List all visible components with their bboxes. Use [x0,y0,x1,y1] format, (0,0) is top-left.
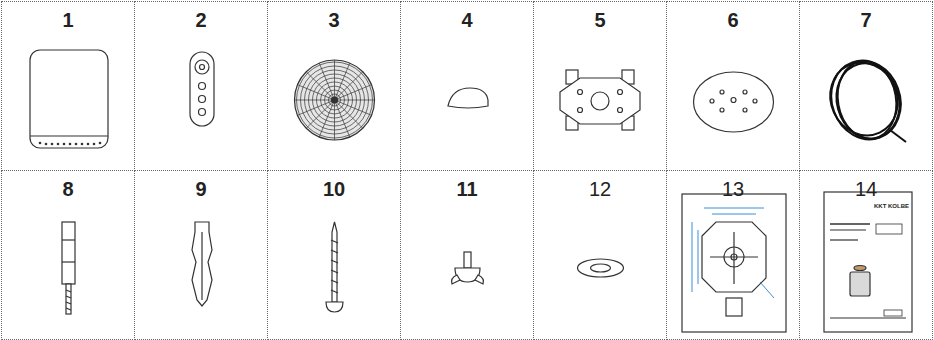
part-cell: 13 [666,170,800,340]
dowel-drawing [192,222,212,306]
part-cell: 5 [533,1,667,171]
callout-number: 11 [401,177,533,201]
callout-number: 12 [534,177,666,201]
remote-drawing [190,52,214,126]
cable-drawing [818,51,911,149]
part-cell: 9 [134,170,268,340]
anchor-drawing [62,222,75,314]
callout-number: 13 [667,177,799,201]
washer-drawing [578,259,624,277]
template-drawing [682,194,786,332]
part-cell: 2 [134,1,268,171]
brand-label: KKT KOLBE [874,203,909,210]
bracket-drawing [560,70,640,130]
part-cell: 7 [799,1,933,171]
callout-number: 4 [401,8,533,32]
callout-number: 7 [800,8,932,32]
callout-number: 1 [2,8,134,32]
disc-drawing [694,72,774,132]
filter-drawing [295,60,375,140]
part-cell: 12 [533,170,667,340]
part-cell: 1 [1,1,135,171]
callout-number: 3 [268,8,400,32]
part-cell: 10 [267,170,401,340]
callout-number: 8 [2,177,134,201]
hood-drawing [30,50,108,148]
callout-number: 5 [534,8,666,32]
callout-number: 14 [800,177,932,201]
part-cell: 4 [400,1,534,171]
thumb-screw-drawing [452,252,484,284]
screw-drawing [326,222,343,312]
callout-number: 10 [268,177,400,201]
part-cell: 14 [799,170,933,340]
manual-drawing [824,192,912,332]
callout-number: 9 [135,177,267,201]
part-cell: 8 [1,170,135,340]
part-cell: 6 [666,1,800,171]
part-cell: 11 [400,170,534,340]
part-cell: 3 [267,1,401,171]
clip-drawing [448,88,488,108]
callout-number: 6 [667,8,799,32]
callout-number: 2 [135,8,267,32]
